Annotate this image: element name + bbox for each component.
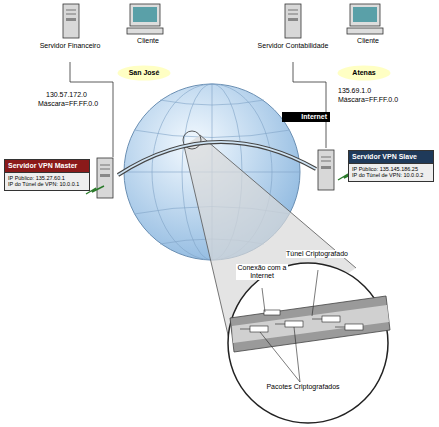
server-icon (63, 4, 79, 38)
device-name: Cliente (126, 37, 170, 45)
server-detail: IP do Túnel de VPN: 10.0.0.2 (352, 172, 430, 178)
device-name: Servidor Contabilidade (254, 42, 332, 50)
server-icon (318, 150, 334, 190)
device-label: Cliente (126, 37, 170, 47)
vpn-server-box: Servidor VPN MasterIP Público: 135.27.60… (4, 157, 118, 197)
network-line (293, 62, 326, 148)
site-ellipse: San José (117, 65, 171, 81)
server-details: IP Público: 135.145.186.25IP do Túnel de… (348, 163, 434, 182)
device-label: Servidor Financeiro (34, 42, 106, 62)
server-detail: IP Público: 135.27.60.1 (8, 175, 86, 181)
callout-text: Conexão com a Internet (236, 264, 288, 280)
ellipse-shape (338, 66, 391, 81)
network-address: Máscara=FF.FF.0.0 (38, 100, 118, 108)
server-title: Servidor VPN Slave (348, 150, 434, 164)
site-ellipse: Atenas (337, 65, 391, 81)
server-icon (97, 158, 113, 198)
callout-text: Túnel Criptografado (286, 250, 348, 258)
network-address: 135.69.1.0 (338, 87, 408, 95)
vpn-server-box: Servidor VPN SlaveIP Público: 135.145.18… (316, 148, 434, 190)
client-icon (347, 4, 383, 34)
device-name: Cliente (346, 37, 390, 45)
lightning-symbol (86, 172, 356, 194)
device-label: Cliente (346, 37, 390, 47)
client-icon (127, 4, 163, 34)
server-detail: IP do Túnel de VPN: 10.0.0.1 (8, 181, 86, 187)
device-label: Servidor Contabilidade (254, 42, 332, 62)
network-line (70, 62, 113, 157)
network-address: 130.57.172.0 (46, 91, 116, 99)
vpn-tunnel (118, 142, 316, 175)
tunnel-inner (118, 142, 316, 175)
server-detail: IP Público: 135.145.186.25 (352, 166, 430, 172)
server-icon (285, 4, 301, 38)
ellipse-shape (118, 66, 171, 81)
network-address: Máscara=FF.FF.0.0 (338, 96, 418, 104)
server-details: IP Público: 135.27.60.1IP do Túnel de VP… (4, 172, 90, 191)
site-name: San José (129, 69, 160, 77)
site-name: Atenas (352, 69, 375, 77)
network-name: Internet (282, 112, 327, 122)
device-name: Servidor Financeiro (34, 42, 106, 50)
network-band: Internet (282, 112, 330, 122)
callout-text: Pacotes Criptografados (266, 383, 340, 391)
server-title: Servidor VPN Master (4, 159, 90, 173)
